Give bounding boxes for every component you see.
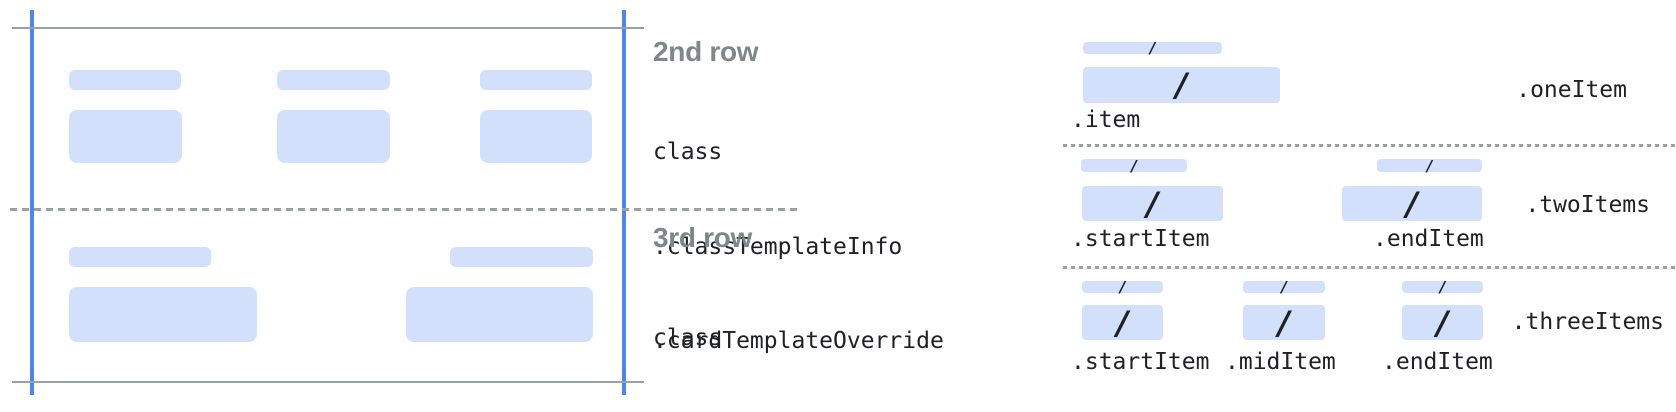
row3-heading: 3rd row xyxy=(653,222,753,253)
row-divider-dashed-line xyxy=(10,208,800,211)
slash-mark: / xyxy=(1116,303,1129,342)
field-value-placeholder xyxy=(480,110,592,163)
item-value-bar: / xyxy=(1082,184,1223,223)
row2-heading: 2nd row xyxy=(653,36,759,67)
field-label-placeholder xyxy=(450,247,593,267)
item-value-bar: / xyxy=(1402,303,1483,342)
field-value-placeholder xyxy=(69,287,257,342)
row2-class-path: class .classTemplateInfo .cardTemplateOv… xyxy=(653,74,985,412)
item-field-label: .endItem xyxy=(1382,349,1493,375)
card-right-guide-line xyxy=(622,10,626,395)
item-field-label: .startItem xyxy=(1071,226,1210,252)
class-path-line: .cardTemplateOverride xyxy=(653,328,944,354)
template-name-label: .threeItems xyxy=(1511,309,1664,335)
item-field-label: .startItem xyxy=(1071,349,1210,375)
card-left-guide-line xyxy=(30,10,34,395)
field-value-placeholder xyxy=(406,287,593,342)
class-path-line: .classTemplateInfo xyxy=(653,233,903,260)
slash-mark: / xyxy=(1426,156,1433,175)
item-label-bar: / xyxy=(1402,278,1483,296)
field-value-placeholder xyxy=(69,110,182,163)
template-name-label: .oneItem xyxy=(1516,77,1627,103)
item-value-bar: / xyxy=(1243,303,1325,342)
slash-mark: / xyxy=(1131,156,1137,175)
template-separator-dotted-line xyxy=(1063,144,1676,147)
item-value-bar: / xyxy=(1083,66,1280,104)
item-field-label: .endItem xyxy=(1373,226,1484,252)
slash-mark: / xyxy=(1278,303,1290,342)
item-field-label: .midItem xyxy=(1225,349,1336,375)
slash-mark: / xyxy=(1439,278,1446,296)
slash-mark: / xyxy=(1175,66,1188,104)
class-path-line: class xyxy=(653,139,723,165)
item-label-bar: / xyxy=(1081,156,1187,175)
slash-mark: / xyxy=(1149,39,1156,57)
item-label-bar: / xyxy=(1082,278,1163,296)
item-value-bar: / xyxy=(1342,184,1482,223)
slash-mark: / xyxy=(1406,184,1418,223)
card-bottom-border-line xyxy=(12,381,644,383)
item-label-bar: / xyxy=(1243,278,1325,296)
item-field-label: .item xyxy=(1071,107,1141,133)
slash-mark: / xyxy=(1436,303,1449,342)
item-label-bar: / xyxy=(1377,156,1482,175)
class-path-line: class xyxy=(653,325,723,351)
slash-mark: / xyxy=(1146,184,1159,223)
field-label-placeholder xyxy=(480,70,592,90)
template-separator-dotted-line xyxy=(1063,266,1676,269)
item-value-bar: / xyxy=(1082,303,1163,342)
field-label-placeholder xyxy=(69,247,211,267)
slash-mark: / xyxy=(1119,278,1126,296)
field-value-placeholder xyxy=(277,110,390,163)
row3-class-path: class .classTemplateInfo .cardTemplateOv… xyxy=(653,260,985,412)
card-top-border-line xyxy=(12,27,644,29)
item-label-bar: / xyxy=(1083,39,1222,57)
slash-mark: / xyxy=(1281,278,1287,296)
template-name-label: .twoItems xyxy=(1525,192,1650,218)
field-label-placeholder xyxy=(69,70,181,90)
field-label-placeholder xyxy=(277,70,390,90)
